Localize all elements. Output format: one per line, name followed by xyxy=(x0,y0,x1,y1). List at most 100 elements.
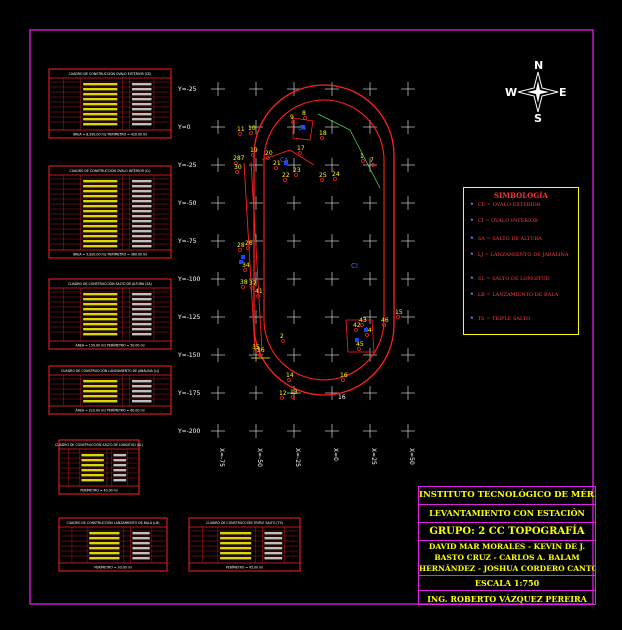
table-cell xyxy=(131,333,152,336)
bottom-point-label: 16 xyxy=(338,394,346,401)
table-cell xyxy=(83,225,118,228)
table-cell xyxy=(131,328,152,331)
survey-point-label: 34 xyxy=(242,262,250,269)
table-title: CUADRO DE CONSTRUCCIÓN LANZAMIENTO DE JA… xyxy=(61,368,159,373)
construction-table: CUADRO DE CONSTRUCCIÓN LANZAMIENTO DE JA… xyxy=(48,365,172,415)
grid-x-label: X=50 xyxy=(408,448,415,465)
table-cell xyxy=(83,205,118,208)
compass-n: N xyxy=(534,59,543,72)
shot-put-area xyxy=(345,319,375,353)
grid-x-label: X=-50 xyxy=(256,448,263,467)
table-cell xyxy=(131,205,152,208)
runway-left-b xyxy=(250,161,263,351)
compass-e: E xyxy=(559,86,567,99)
table-cell xyxy=(131,385,152,388)
jump-connection xyxy=(261,149,315,166)
survey-point xyxy=(320,178,324,182)
survey-point-label: 42 xyxy=(353,322,361,329)
table-cell xyxy=(83,113,118,116)
construction-table: CUADRO DE CONSTRUCCIÓN SALTO DE LONGITUD… xyxy=(55,439,143,495)
survey-point-label: 19 xyxy=(250,147,258,154)
table-cell xyxy=(132,557,150,560)
grid-y-label: Y=-25 xyxy=(177,162,197,169)
grid-x-label: X=-75 xyxy=(218,448,225,467)
grid-y-label: Y=0 xyxy=(177,124,191,131)
symbology-item-ce: •CE = OVALO EXTERIOR xyxy=(470,201,541,209)
table-frame xyxy=(58,517,168,572)
table-cell xyxy=(83,298,118,301)
table-cell xyxy=(264,557,283,560)
cs-label: CS xyxy=(298,125,306,132)
table-cell xyxy=(131,190,152,193)
symbology-item-ci: •CI = OVALO INTERIOR xyxy=(470,217,538,225)
table-cell xyxy=(131,185,152,188)
table-cell xyxy=(131,303,152,306)
high-jump-area xyxy=(292,117,314,141)
table-cell xyxy=(83,200,118,203)
table-cell xyxy=(83,123,118,126)
table-cell xyxy=(220,557,252,560)
survey-point xyxy=(235,170,239,174)
table-cell xyxy=(113,454,127,457)
grid-y-label: Y=-75 xyxy=(177,238,197,245)
table-frame xyxy=(188,517,301,572)
table-cell xyxy=(132,532,150,535)
table-cell xyxy=(83,395,118,398)
table-cell xyxy=(131,318,152,321)
table-cell xyxy=(220,547,252,550)
ci-label: CI xyxy=(351,262,358,270)
table-cell xyxy=(83,240,118,243)
construction-tables: CUADRO DE CONSTRUCCIÓN OVALO EXTERIOR (C… xyxy=(48,68,301,572)
survey-point xyxy=(250,286,254,290)
survey-point xyxy=(360,323,364,327)
table-cell xyxy=(131,380,152,383)
table-cell xyxy=(220,532,252,535)
table-cell xyxy=(81,464,104,467)
survey-point xyxy=(396,315,400,319)
survey-point-label: 38 xyxy=(240,279,248,286)
construction-table: CUADRO DE CONSTRUCCIÓN LANZAMIENTO DE BA… xyxy=(58,517,168,572)
symbology-item-ts: •TS = TRIPLE SALTO xyxy=(470,315,531,323)
table-footer: ÁREA = 150.00 m2 PERÍMETRO = 50.00 ml xyxy=(76,343,145,348)
table-footer: PERÍMETRO = 40.00 ml xyxy=(80,488,117,493)
survey-point xyxy=(241,285,245,289)
table-cell xyxy=(131,400,152,403)
survey-point xyxy=(251,153,255,157)
table-cell xyxy=(83,195,118,198)
survey-point xyxy=(298,151,302,155)
table-frame xyxy=(48,278,172,350)
table-cell xyxy=(131,103,152,106)
survey-point xyxy=(283,178,287,182)
table-cell xyxy=(83,108,118,111)
table-cell xyxy=(132,552,150,555)
survey-point xyxy=(357,347,361,351)
outer-oval xyxy=(253,84,395,396)
table-cell xyxy=(264,537,283,540)
table-cell xyxy=(131,395,152,398)
table-cell xyxy=(220,542,252,545)
table-cell xyxy=(131,235,152,238)
table-cell xyxy=(131,390,152,393)
grid-y-label: Y=-200 xyxy=(177,428,200,435)
table-cell xyxy=(131,215,152,218)
survey-point-label: 18 xyxy=(319,130,327,137)
survey-point-label: 37 xyxy=(249,280,257,287)
table-cell xyxy=(131,180,152,183)
survey-point-label: 7 xyxy=(370,157,374,164)
survey-point xyxy=(258,353,262,357)
title-block: INSTITUTO TECNOLÓGICO DE MÉRIDA LEVANTAM… xyxy=(418,486,596,605)
table-cell xyxy=(83,390,118,393)
table-cell xyxy=(264,547,283,550)
symbology-item-sl: •SL = SALTO DE LONGITUD xyxy=(470,275,550,283)
grid-x-label: X=-25 xyxy=(294,448,301,467)
survey-point xyxy=(287,378,291,382)
teacher-name: ING. ROBERTO VÁZQUEZ PEREIRA xyxy=(427,594,587,604)
grid-x-label: X=0 xyxy=(332,448,339,461)
project-title: LEVANTAMIENTO CON ESTACIÓN xyxy=(419,505,595,523)
survey-point-label: 10 xyxy=(248,125,256,132)
table-footer: PERÍMETRO = 45.00 ml xyxy=(226,565,263,570)
survey-point xyxy=(333,177,337,181)
table-cell xyxy=(220,537,252,540)
survey-point xyxy=(341,378,345,382)
symbology-item-lb: •LB = LANZAMIENTO DE BALA xyxy=(470,291,559,299)
